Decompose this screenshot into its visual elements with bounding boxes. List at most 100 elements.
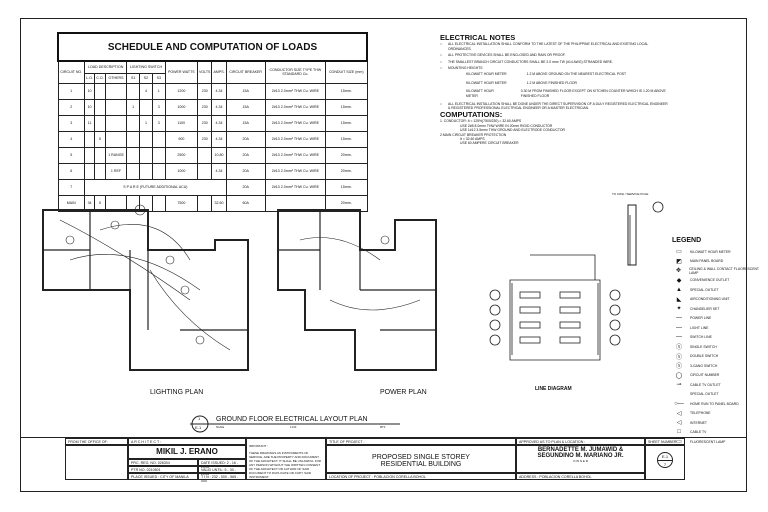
breaker <box>559 321 581 329</box>
legend-symbol-icon: ✦ <box>676 306 682 313</box>
note: ALL ELECTRICAL INSTALLATION SHALL CONFOR… <box>440 42 670 51</box>
lighting-plan-label: LIGHTING PLAN <box>150 389 204 396</box>
tin-number: T I N : 232 - 000 - 565 - 000 <box>198 473 246 483</box>
legend-item: ◁INTERNET <box>672 418 764 428</box>
legend-symbol-icon: ◩ <box>676 258 682 265</box>
architect-label: A R C H I T E C T : <box>128 438 246 445</box>
owner-line2: SEGUNDINO M. MARIANO JR. <box>537 453 624 459</box>
cell-oth: 1 REF <box>104 162 128 180</box>
legend-symbol-icon: — <box>676 334 682 341</box>
schedule-title: SCHEDULE AND COMPUTATION OF LOADS <box>57 32 368 62</box>
circuit-number-icon <box>609 334 621 346</box>
valid-until: VALID UNTIL: 5 - 30 - 2016 <box>198 466 246 476</box>
breaker <box>559 291 581 299</box>
legend-item: ◣AIRCONDITIONING UNIT <box>672 295 764 305</box>
legend-label: CABLE TV OUTLET <box>690 382 721 387</box>
owner-address: ADDRESS : POBLACION CORELLA BOHOL <box>516 473 645 480</box>
breaker <box>559 306 581 314</box>
legend-label: CONVENIENCE OUTLET <box>690 278 730 283</box>
notes-title: ELECTRICAL NOTES <box>440 33 516 42</box>
legend-symbol-icon: ▲ <box>676 286 682 293</box>
breaker <box>519 306 541 314</box>
legend-label: POWER LINE <box>690 316 712 321</box>
project-location: LOCATION OF PROJECT : POBLACION CORELLA … <box>326 473 516 480</box>
nts-label: MTS <box>380 426 386 429</box>
cell-w: 7500 <box>164 194 198 212</box>
note: ALL ELECTRICAL INSTALLATION SHALL BE DON… <box>440 102 670 111</box>
approved-label: APPROVED AS TO PLAN & LOCATION : <box>516 438 645 445</box>
mount-item: KILOWATT HOUR METER <box>466 80 507 85</box>
legend-item: ◆CONVENIENCE OUTLET <box>672 276 764 286</box>
electrical-notes: ELECTRICAL NOTES ALL ELECTRICAL INSTALLA… <box>440 33 670 146</box>
cell-a: 4.34 <box>211 114 227 132</box>
computation-line: USE 60 AMPERE CIRCUIT BREAKER <box>460 141 519 146</box>
sheet-total: 7 <box>663 462 667 467</box>
power-plan <box>277 209 437 371</box>
computation-line: 1. CONDUCTOR: It = 125%(7500/230) = 32.6… <box>440 119 522 124</box>
legend-label: TELEPHONE <box>690 411 711 416</box>
place-issued: PLACE ISSUED : CITY OF MANILA <box>128 473 198 480</box>
circuit-number-icon <box>489 319 501 331</box>
circuit-number-icon <box>609 289 621 301</box>
legend-item: ◁ TELEPHONE <box>672 409 764 419</box>
power-plan-label: POWER PLAN <box>380 389 427 396</box>
circuit-number-icon <box>609 319 621 331</box>
legend-symbol-icon: ▭ <box>676 439 682 446</box>
legend-title: LEGEND <box>672 237 702 244</box>
office-logo <box>65 445 128 480</box>
legend-item: ✦ CHANDELIER SET <box>672 304 764 314</box>
title-block: FROM THE OFFICE OF: A R C H I T E C T : … <box>20 437 747 492</box>
legend-label: CIRCUIT NUMBER <box>690 373 720 378</box>
legend-symbol-icon: — <box>676 324 682 331</box>
computation-line: USE 2#8 8.0mm² THW WIRE IN 20mm RIGID CO… <box>460 123 553 128</box>
project-title-line2: RESIDENTIAL BUILDING <box>380 461 462 468</box>
mount-height: 0.30 M FROM FINISHED FLOOR EXCEPT ON KIT… <box>520 89 666 98</box>
breaker <box>519 291 541 299</box>
detail-number: 1 <box>198 416 201 421</box>
prc-number: PRC. REG. NO. 026304 <box>128 459 198 466</box>
legend-label: SPECIAL OUTLET <box>690 392 719 397</box>
circuit-number-icon <box>489 289 501 301</box>
legend-label: FLUORESCENT LAMP <box>690 439 726 444</box>
ptr-number: PTR NO. 0210501 <box>128 466 198 473</box>
breaker <box>559 336 581 344</box>
sheet-number-label: SHEET NUMBER <box>645 438 685 445</box>
scale-label: SCALE <box>216 426 225 429</box>
legend-label: SPECIAL OUTLET <box>690 287 719 292</box>
kwh-label: TO KWH / SERVICE POLE <box>612 192 649 196</box>
legend-label: CABLE TV <box>690 430 707 435</box>
owner-role: O W N E R <box>573 459 588 463</box>
legend-symbol-icon: ◯ <box>675 372 683 379</box>
line-diagram-label: LINE DIAGRAM <box>535 386 572 392</box>
legend-symbol-icon: ⊸ <box>676 382 682 389</box>
computations-title: COMPUTATIONS: <box>440 109 503 119</box>
legend-item: □CABLE TV <box>672 428 764 438</box>
breaker <box>519 336 541 344</box>
legend-symbol-icon: ◁ <box>676 410 682 417</box>
legend-item: ▭ FLUORESCENT LAMP <box>672 437 764 447</box>
title-underline <box>190 415 400 433</box>
legend-label: AIRCONDITIONING UNIT <box>690 297 730 302</box>
from-office-label: FROM THE OFFICE OF: <box>65 438 128 445</box>
legend-label: CHANDELIER SET <box>690 306 720 311</box>
mount-item: KILOWATT HOUR METER <box>466 89 494 98</box>
legend-label: 3-GANG SWITCH <box>690 363 718 368</box>
line-diagram <box>489 201 664 361</box>
legend-item: — SWITCH LINE <box>672 333 764 343</box>
legend-label: SWITCH LINE <box>690 335 712 340</box>
cell-oth: 1 RANGE <box>104 146 128 164</box>
legend-item: SPECIAL OUTLET <box>672 390 764 400</box>
layout-plan-title: GROUND FLOOR ELECTRICAL LAYOUT PLAN <box>216 416 368 423</box>
cell-cd: 20mm. <box>325 162 368 180</box>
cell-cb: 60A <box>225 194 266 212</box>
